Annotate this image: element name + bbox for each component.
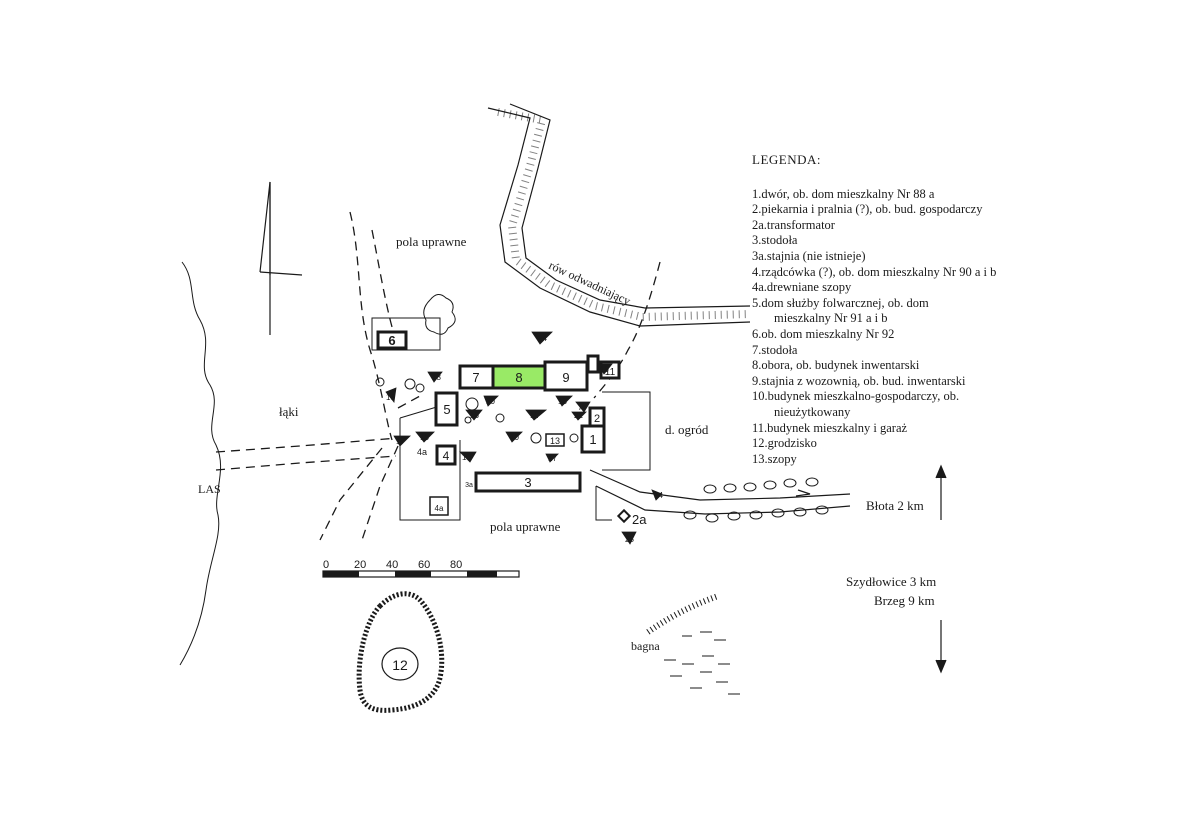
fields-north-label: pola uprawne xyxy=(396,234,467,249)
building-6 xyxy=(376,330,408,350)
marker-24: 24 xyxy=(538,334,547,343)
hillfort-12 xyxy=(356,591,445,713)
legend-item: 4.rządcówka (?), ob. dom mieszkalny Nr 9… xyxy=(752,264,997,279)
direction-arrows xyxy=(795,464,947,674)
label-3: 3 xyxy=(524,475,531,490)
marker-17: 17 xyxy=(396,437,405,446)
marker-19: 19 xyxy=(600,365,609,374)
building-5 xyxy=(434,391,459,427)
legend-item: 6.ob. dom mieszkalny Nr 92 xyxy=(752,326,895,341)
building-9 xyxy=(543,360,589,392)
marker-25: 25 xyxy=(625,535,634,544)
building-10-small xyxy=(586,354,600,374)
building-3 xyxy=(474,471,582,493)
forest-edge xyxy=(179,261,222,666)
fence-lines xyxy=(371,317,651,521)
scale-bar: 0 20 40 60 80 xyxy=(322,559,520,578)
label-13: 13 xyxy=(550,436,560,446)
marker-numbers: 24 18 13 20 16 11 13 10 15 17 21 13 19 1… xyxy=(386,334,663,544)
legend-item: 5.dom służby folwarcznej, ob. dom xyxy=(752,295,929,310)
building-labels: 6 7 8 9 11 5 2 1 4 3 13 4a 4a 3a xyxy=(388,333,615,513)
triangle-markers xyxy=(385,331,663,545)
direction-south-2: Brzeg 9 km xyxy=(874,593,935,608)
label-3a: 3a xyxy=(465,482,473,489)
label-11: 11 xyxy=(605,367,616,378)
label-7: 7 xyxy=(472,370,479,385)
label-4a-small: 4a xyxy=(417,447,427,457)
marker-7: 7 xyxy=(578,403,583,412)
building-4a xyxy=(429,496,449,516)
meadows-label: łąki xyxy=(279,404,299,419)
garden-label: d. ogród xyxy=(665,422,709,437)
legend-item: 2a.transformator xyxy=(752,217,835,232)
legend-item-continuation: mieszkalny Nr 91 a i b xyxy=(774,311,888,326)
legend-item: 4a.drewniane szopy xyxy=(752,280,852,295)
marker-18: 18 xyxy=(386,393,395,402)
legend-item: 13.szopy xyxy=(752,451,797,466)
swamp-label: bagna xyxy=(631,639,660,653)
marker-21: 21 xyxy=(574,411,583,420)
direction-east: Błota 2 km xyxy=(866,498,924,513)
ditch-label: rów odwadniający xyxy=(547,258,633,308)
scale-tick-60: 60 xyxy=(418,559,430,571)
legend: LEGENDA: 1.dwór, ob. dom mieszkalny Nr 8… xyxy=(752,152,1082,467)
marker-13b: 13 xyxy=(558,397,567,406)
direction-south-1: Szydłowice 3 km xyxy=(846,574,936,589)
marker-16: 16 xyxy=(470,411,479,420)
marker-20: 20 xyxy=(486,397,495,406)
label-2: 2 xyxy=(594,413,600,425)
tree-row xyxy=(683,477,829,523)
marker-13c: 13 xyxy=(462,453,471,462)
marker-13a: 13 xyxy=(432,373,441,382)
marker-15: 15 xyxy=(420,433,429,442)
label-1: 1 xyxy=(589,432,596,447)
legend-title: LEGENDA: xyxy=(752,152,821,167)
legend-item: 10.budynek mieszkalno-gospodarczy, ob. xyxy=(752,389,960,404)
legend-item: 11.budynek mieszkalny i garaż xyxy=(752,420,908,435)
label-5: 5 xyxy=(443,402,450,417)
legend-item-continuation: nieużytkowany xyxy=(774,404,851,419)
legend-item: 9.stajnia z wozownią, ob. bud. inwentars… xyxy=(752,373,966,388)
building-13 xyxy=(545,433,565,447)
legend-item: 8.obora, ob. budynek inwentarski xyxy=(752,358,920,373)
legend-item: 3a.stajnia (nie istnieje) xyxy=(752,248,866,263)
marker-11: 11 xyxy=(530,411,539,420)
legend-item: 2.piekarnia i pralnia (?), ob. bud. gosp… xyxy=(752,202,983,217)
drainage-ditch xyxy=(487,103,751,327)
transformer-2a: 2a xyxy=(616,508,647,527)
building-4 xyxy=(435,444,457,466)
scale-tick-0: 0 xyxy=(323,559,329,571)
marker-10: 10 xyxy=(510,433,519,442)
label-6: 6 xyxy=(388,333,395,348)
marker-17b: 17 xyxy=(548,454,557,463)
bushes xyxy=(375,294,579,444)
legend-item: 3.stodoła xyxy=(752,233,798,248)
scale-tick-40: 40 xyxy=(386,559,398,571)
scale-tick-80: 80 xyxy=(450,559,462,571)
marker-14: 14 xyxy=(654,491,663,500)
fields-south-label: pola uprawne xyxy=(490,519,561,534)
label-9: 9 xyxy=(562,370,569,385)
legend-item: 12.grodzisko xyxy=(752,436,817,451)
building-1 xyxy=(580,424,606,454)
swamp-symbol xyxy=(646,593,740,695)
legend-item: 1.dwór, ob. dom mieszkalny Nr 88 a xyxy=(752,186,935,201)
label-4a: 4a xyxy=(435,504,444,513)
label-12: 12 xyxy=(392,657,408,673)
north-arrow xyxy=(259,181,303,335)
buildings xyxy=(376,330,621,516)
road-east xyxy=(589,469,851,515)
label-8: 8 xyxy=(515,370,522,385)
scale-tick-20: 20 xyxy=(354,559,366,571)
legend-item: 7.stodoła xyxy=(752,342,798,357)
label-2a: 2a xyxy=(632,512,647,527)
label-4: 4 xyxy=(443,449,450,463)
forest-label: LAS xyxy=(198,482,221,496)
